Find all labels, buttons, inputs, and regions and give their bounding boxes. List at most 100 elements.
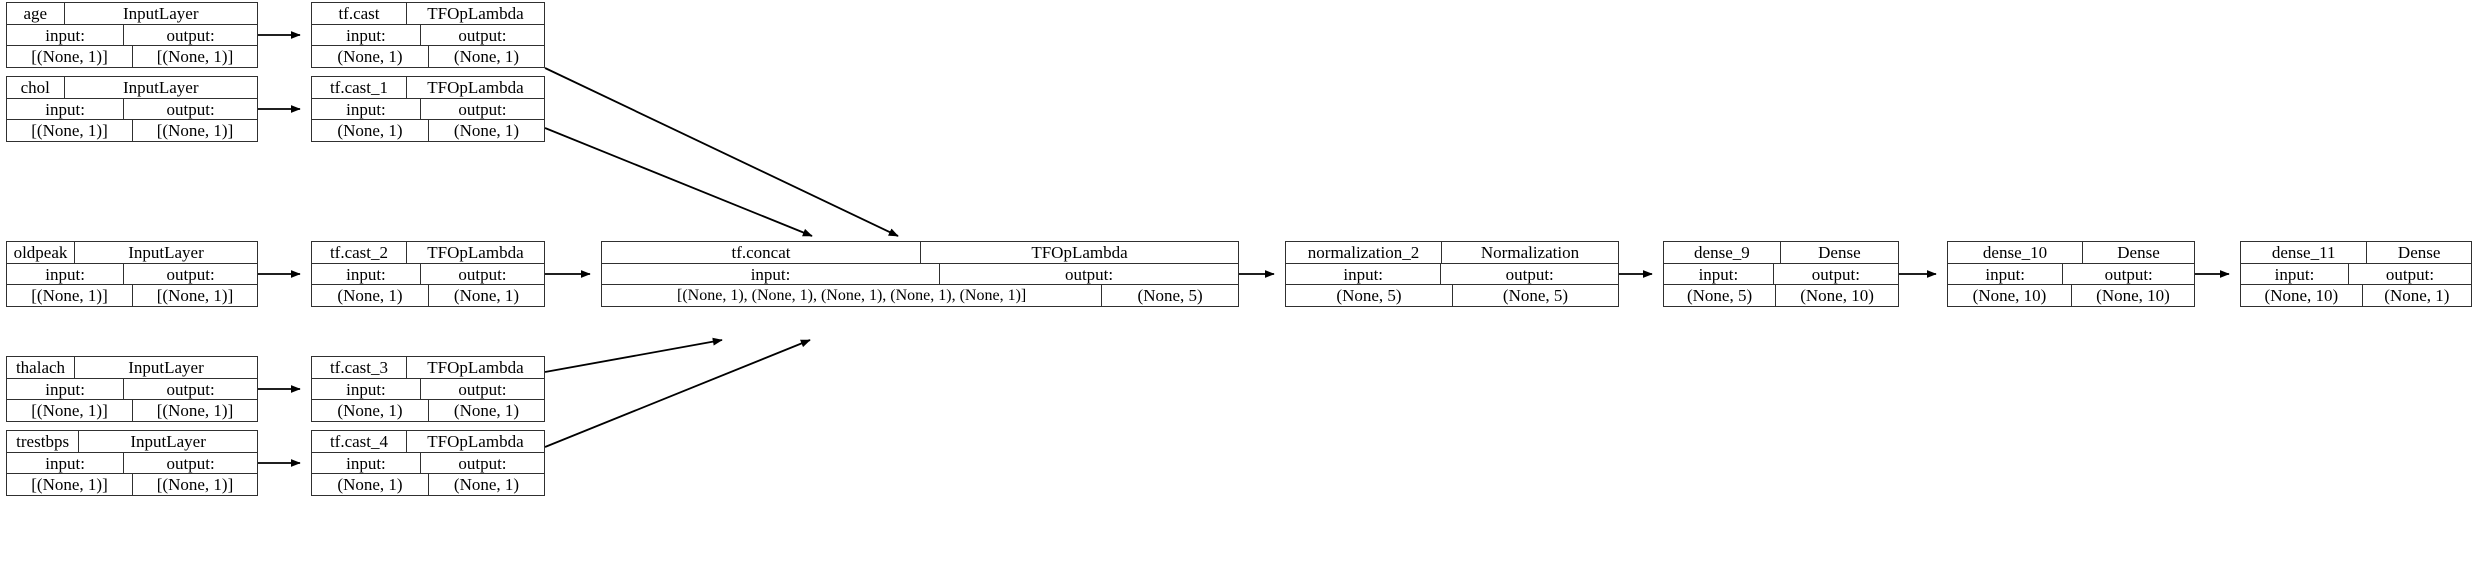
- input-shape-age: [(None, 1)]: [31, 47, 108, 67]
- node-io-label-row: input:output:: [7, 451, 257, 474]
- input-label-dense_10: input:: [1985, 264, 2026, 284]
- node-type-normalization_2: Normalization: [1441, 242, 1618, 263]
- input-label-chol: input:: [45, 99, 85, 119]
- output-label-dense_10: output:: [2062, 263, 2194, 285]
- output-label-oldpeak: output:: [123, 263, 257, 285]
- input-label-normalization_2: input:: [1343, 264, 1384, 284]
- node-shape-row: [(None, 1)][(None, 1)]: [7, 119, 257, 142]
- node-shape-row: [(None, 1), (None, 1), (None, 1), (None,…: [602, 284, 1238, 307]
- node-io-label-row: input:output:: [312, 23, 544, 46]
- edges-group: [258, 31, 2230, 467]
- node-type-dense_9: Dense: [1779, 242, 1898, 263]
- node-io-label-row: input:output:: [312, 451, 544, 474]
- node-io-label-row: input:output:: [2241, 262, 2471, 285]
- output-shape-tf_cast_2: (None, 1): [428, 285, 544, 307]
- node-type-tf_cast_4: TFOpLambda: [405, 431, 544, 452]
- node-name-tf_concat: tf.concat: [731, 242, 791, 262]
- node-type-tf_cast: TFOpLambda: [405, 3, 544, 24]
- node-type-trestbps: InputLayer: [78, 431, 257, 452]
- node-name-tf_cast_2: tf.cast_2: [329, 242, 389, 262]
- input-shape-chol: [(None, 1)]: [31, 121, 108, 141]
- input-shape-normalization_2: (None, 5): [1336, 286, 1402, 306]
- node-name-chol: chol: [20, 77, 50, 97]
- node-shape-row: (None, 10)(None, 10): [1948, 284, 2194, 307]
- node-io-label-row: input: output:: [1948, 262, 2194, 285]
- input-shape-tf_cast_2: (None, 1): [337, 286, 403, 306]
- output-shape-dense_10: (None, 10): [2071, 285, 2194, 307]
- node-io-label-row: input:output:: [602, 262, 1238, 285]
- node-type-dense_10: Dense: [2082, 242, 2194, 263]
- node-shape-row: (None, 10)(None, 1): [2241, 284, 2471, 307]
- node-name-tf_cast: tf.cast: [338, 3, 380, 23]
- output-shape-normalization_2: (None, 5): [1452, 285, 1618, 307]
- input-label-tf_cast: input:: [346, 25, 386, 45]
- node-io-label-row: input:output:: [7, 23, 257, 46]
- node-type-tf_cast_1: TFOpLambda: [405, 77, 544, 98]
- node-type-thalach: InputLayer: [74, 357, 257, 378]
- output-label-tf_concat: output:: [939, 263, 1238, 285]
- node-io-label-row: input:output:: [312, 97, 544, 120]
- input-label-tf_cast_4: input:: [346, 453, 386, 473]
- output-shape-trestbps: [(None, 1)]: [132, 474, 257, 496]
- edge-tf_cast_4-to-tf_concat: [544, 339, 811, 448]
- node-shape-row: (None, 1)(None, 1): [312, 473, 544, 496]
- node-io-label-row: input:output:: [312, 262, 544, 285]
- node-io-label-row: input: output:: [7, 97, 257, 120]
- node-shape-row: [(None, 1)][(None, 1)]: [7, 45, 257, 68]
- node-shape-row: [(None, 1)][(None, 1)]: [7, 284, 257, 307]
- edge-tf_cast-to-tf_concat: [544, 67, 899, 237]
- edge-tf_cast_3-to-tf_concat: [544, 337, 723, 373]
- node-type-dense_11: Dense: [2366, 242, 2471, 263]
- node-dense_10[interactable]: dense_10 Dense input: output:(None, 10)(Non…: [1947, 241, 2195, 307]
- node-type-chol: InputLayer: [63, 77, 258, 98]
- output-label-dense_9: output:: [1772, 263, 1898, 285]
- node-io-label-row: input:output:: [1286, 262, 1618, 285]
- node-name-tf_cast_1: tf.cast_1: [329, 77, 389, 97]
- edge-tf_cast_1-to-tf_concat: [544, 127, 813, 237]
- input-shape-tf_cast_1: (None, 1): [337, 121, 403, 141]
- node-header-row: age InputLayer: [7, 3, 257, 24]
- node-header-row: tf.cast_2 TFOpLambda: [312, 242, 544, 263]
- input-shape-dense_11: (None, 10): [2264, 286, 2339, 306]
- input-shape-dense_9: (None, 5): [1686, 286, 1753, 306]
- input-shape-tf_cast_3: (None, 1): [337, 401, 403, 421]
- node-shape-row: (None, 1)(None, 1): [312, 119, 544, 142]
- input-shape-thalach: [(None, 1)]: [31, 401, 108, 421]
- input-label-tf_cast_1: input:: [346, 99, 386, 119]
- output-label-chol: output:: [123, 98, 257, 120]
- node-header-row: chol InputLayer: [7, 77, 257, 98]
- node-type-age: InputLayer: [63, 3, 258, 24]
- node-shape-row: (None, 1)(None, 1): [312, 45, 544, 68]
- node-io-label-row: input:output:: [312, 377, 544, 400]
- input-shape-oldpeak: [(None, 1)]: [31, 286, 108, 306]
- output-label-tf_cast_3: output:: [419, 378, 544, 400]
- output-label-tf_cast_2: output:: [419, 263, 544, 285]
- node-type-tf_concat: TFOpLambda: [920, 242, 1238, 263]
- input-label-trestbps: input:: [45, 453, 85, 473]
- node-io-label-row: input:output:: [7, 262, 257, 285]
- output-label-thalach: output:: [123, 378, 257, 400]
- node-name-dense_10: dense_10: [1982, 242, 2048, 262]
- node-name-age: age: [23, 3, 48, 23]
- node-type-tf_cast_2: TFOpLambda: [405, 242, 544, 263]
